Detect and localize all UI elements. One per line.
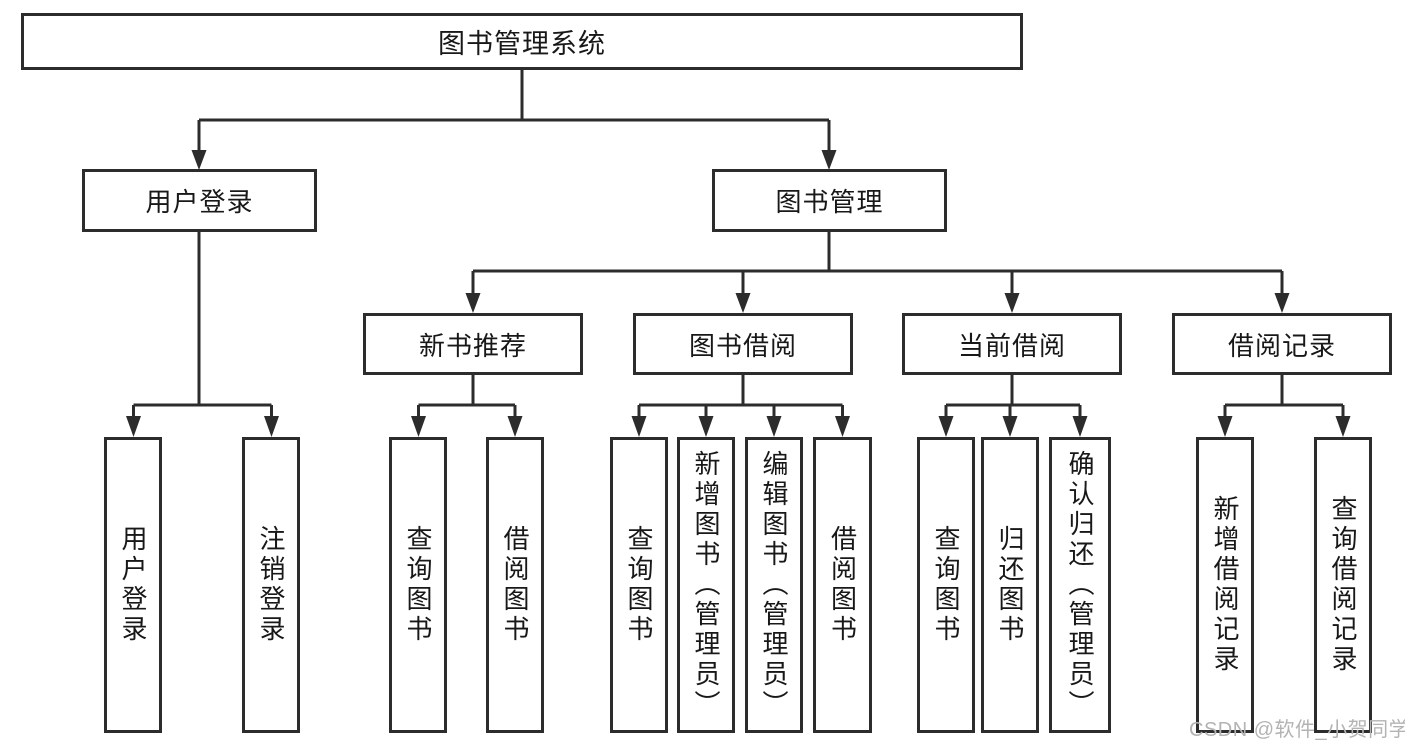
connector-userlogin-to-leaves <box>126 232 279 437</box>
leaf-newbook-query-books: 查询图书 <box>389 437 447 733</box>
leaf-confirm-return-admin-label: 确认归还（管理员） <box>1065 450 1095 720</box>
node-borrow-records: 借阅记录 <box>1172 313 1392 375</box>
leaf-newbook-borrow-books: 借阅图书 <box>486 437 544 733</box>
csdn-watermark: CSDN @软件_小贺同学 <box>1189 719 1405 741</box>
node-new-book-recommend: 新书推荐 <box>363 313 583 375</box>
node-book-borrow-label: 图书借阅 <box>688 330 797 361</box>
node-book-management: 图书管理 <box>712 169 947 232</box>
node-current-borrow-label: 当前借阅 <box>957 330 1066 361</box>
leaf-query-borrow-record-label: 查询借阅记录 <box>1328 495 1358 675</box>
node-user-login-label: 用户登录 <box>145 187 254 217</box>
leaf-borrow-books: 借阅图书 <box>813 437 872 733</box>
connector-currentborrow-to-leaves <box>938 375 1088 437</box>
connector-borrowrecords-to-leaves <box>1217 375 1351 437</box>
node-book-management-label: 图书管理 <box>775 187 884 217</box>
leaf-borrow-query-books-label: 查询图书 <box>624 525 654 645</box>
leaf-logout: 注销登录 <box>242 437 300 733</box>
leaf-add-borrow-record: 新增借阅记录 <box>1196 437 1254 733</box>
leaf-borrow-books-label: 借阅图书 <box>827 525 858 645</box>
leaf-newbook-borrow-books-label: 借阅图书 <box>500 525 530 645</box>
node-root-label: 图书管理系统 <box>438 29 606 59</box>
node-current-borrow: 当前借阅 <box>902 313 1122 375</box>
leaf-confirm-return-admin: 确认归还（管理员） <box>1049 437 1111 733</box>
leaf-borrow-query-books: 查询图书 <box>610 437 668 733</box>
connector-bookmgmt-to-level2 <box>465 232 1290 313</box>
leaf-add-books-admin: 新增图书（管理员） <box>677 437 735 733</box>
leaf-edit-books-admin-label: 编辑图书（管理员） <box>759 450 789 720</box>
connector-root-to-level1 <box>191 70 837 170</box>
leaf-query-borrow-record: 查询借阅记录 <box>1314 437 1372 733</box>
node-borrow-records-label: 借阅记录 <box>1227 330 1336 361</box>
leaf-current-query-books: 查询图书 <box>917 437 975 733</box>
connector-newbook-to-leaves <box>411 375 523 437</box>
leaf-add-books-admin-label: 新增图书（管理员） <box>691 450 721 720</box>
leaf-add-borrow-record-label: 新增借阅记录 <box>1210 495 1240 675</box>
leaf-user-login-label: 用户登录 <box>118 525 148 645</box>
node-user-login: 用户登录 <box>82 169 317 232</box>
leaf-current-query-books-label: 查询图书 <box>931 525 961 645</box>
connector-bookborrow-to-leaves <box>631 375 850 437</box>
leaf-newbook-query-books-label: 查询图书 <box>403 525 433 645</box>
leaf-user-login: 用户登录 <box>104 437 162 733</box>
leaf-return-books: 归还图书 <box>981 437 1039 733</box>
leaf-return-books-label: 归还图书 <box>995 525 1025 645</box>
node-new-book-recommend-label: 新书推荐 <box>418 330 527 361</box>
node-book-borrow: 图书借阅 <box>633 313 853 375</box>
node-root: 图书管理系统 <box>21 13 1023 70</box>
leaf-logout-label: 注销登录 <box>256 525 286 645</box>
leaf-edit-books-admin: 编辑图书（管理员） <box>745 437 803 733</box>
